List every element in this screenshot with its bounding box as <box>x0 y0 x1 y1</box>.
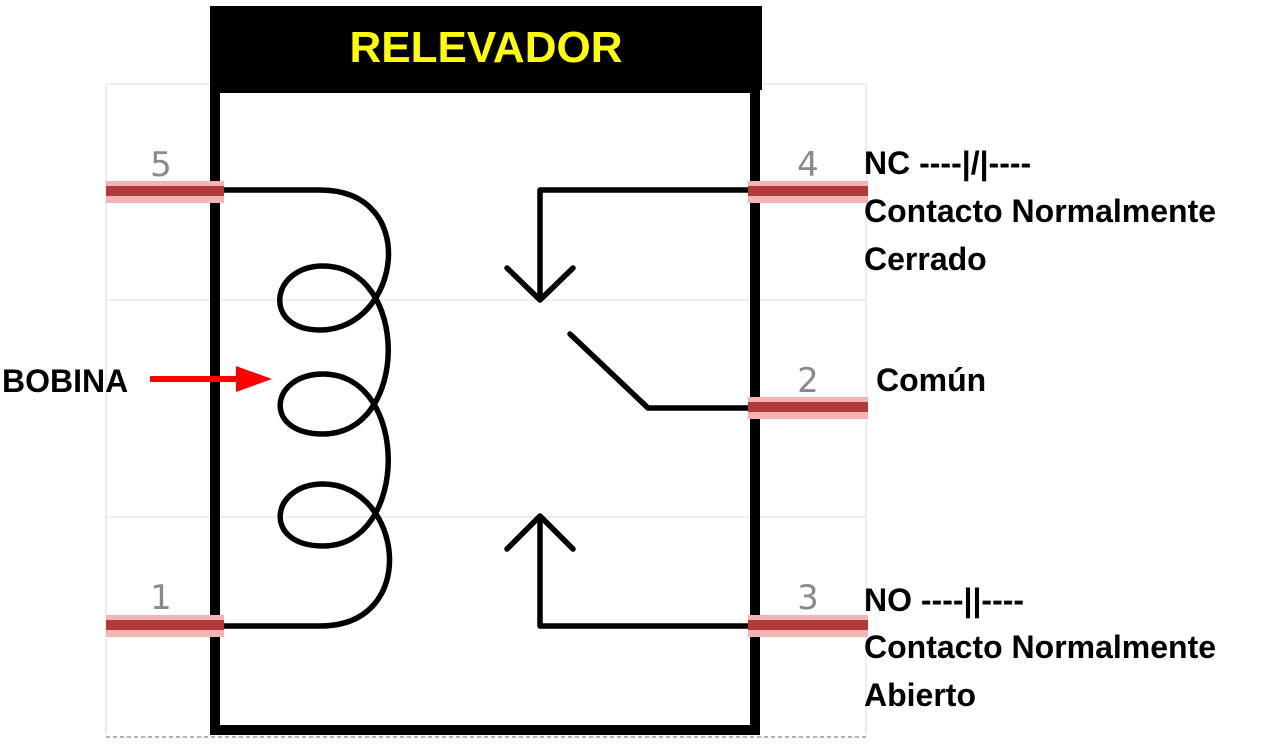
coil-label: BOBINA <box>2 363 128 399</box>
no-contact <box>504 513 753 629</box>
nc-label-line3: Cerrado <box>864 241 987 277</box>
no-label-line2: Contacto Normalmente <box>864 629 1216 665</box>
pin-1 <box>106 615 224 637</box>
pin-1-number: 1 <box>150 578 172 618</box>
pin-4-number: 4 <box>797 145 819 185</box>
nc-label-line1: NC ----|/|---- <box>864 145 1031 181</box>
no-label-line1: NO ----||---- <box>864 582 1024 618</box>
pin-3 <box>748 615 868 637</box>
pin-2 <box>748 397 868 419</box>
pin-5 <box>106 181 224 203</box>
coil-winding <box>212 187 393 629</box>
title-bar <box>210 6 762 90</box>
nc-label-line2: Contacto Normalmente <box>864 193 1216 229</box>
pin-5-number: 5 <box>150 145 172 185</box>
pin-2-number: 2 <box>797 361 819 401</box>
title: RELEVADOR <box>350 23 623 72</box>
pin-4 <box>748 181 868 203</box>
common-switch-blade <box>567 331 753 411</box>
no-label-line3: Abierto <box>864 677 976 713</box>
nc-contact <box>504 187 753 303</box>
coil-arrow-icon <box>150 366 272 392</box>
common-label: Común <box>876 362 986 398</box>
pin-3-number: 3 <box>797 578 819 618</box>
